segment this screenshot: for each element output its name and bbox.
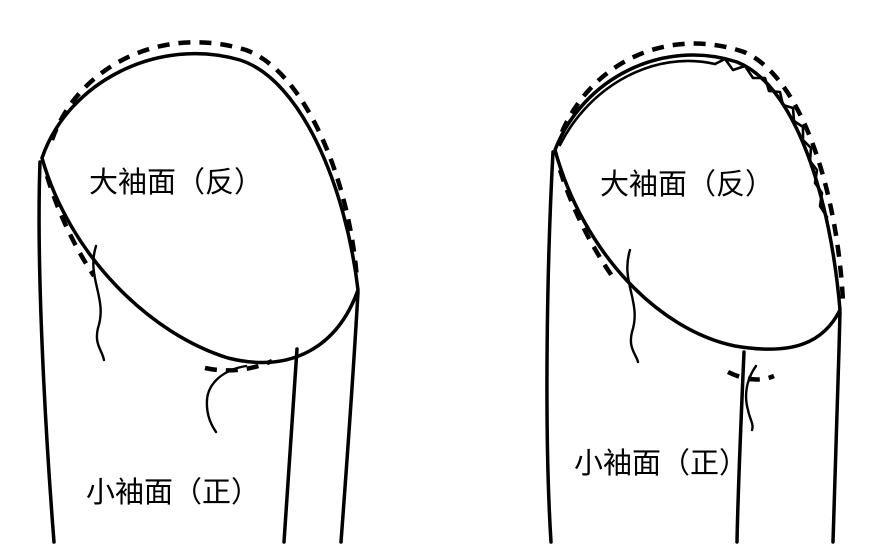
right-panel-right-seam-line xyxy=(831,310,842,544)
left-panel-inner-seam-line xyxy=(282,347,299,544)
left-under-sleeve-label: 小袖面（正） xyxy=(86,476,260,509)
right-sleeve-cap-outline xyxy=(553,53,842,351)
right-cap-inner-line xyxy=(558,59,717,147)
left-cap-stitch-line xyxy=(49,40,360,281)
right-outer-seam-line xyxy=(545,150,555,544)
right-cap-stitch-line xyxy=(559,41,846,303)
right-short-notch-mark xyxy=(744,364,758,432)
left-sleeve-panel: 大袖面（反） 小袖面（正） xyxy=(37,40,360,544)
right-panel-inner-seam-line xyxy=(735,350,746,544)
right-cap-bottom-stitch-line xyxy=(726,369,775,382)
right-long-notch-mark xyxy=(626,248,640,364)
right-underarm-stitch-line xyxy=(557,169,614,278)
left-short-notch-mark xyxy=(205,364,248,434)
left-sleeve-cap-outline xyxy=(40,51,360,365)
left-underarm-stitch-line xyxy=(44,175,96,278)
left-upper-sleeve-label: 大袖面（反） xyxy=(89,166,263,199)
right-cap-gather-wave xyxy=(713,57,829,219)
left-outer-seam-line xyxy=(37,160,56,544)
right-upper-sleeve-label: 大袖面（反） xyxy=(600,168,774,201)
left-long-notch-mark xyxy=(92,244,106,362)
left-panel-right-seam-line xyxy=(339,290,360,544)
right-under-sleeve-label: 小袖面（正） xyxy=(574,447,748,480)
right-sleeve-panel: 大袖面（反） 小袖面（正） xyxy=(545,41,846,544)
left-cap-bottom-stitch-line xyxy=(204,358,273,373)
